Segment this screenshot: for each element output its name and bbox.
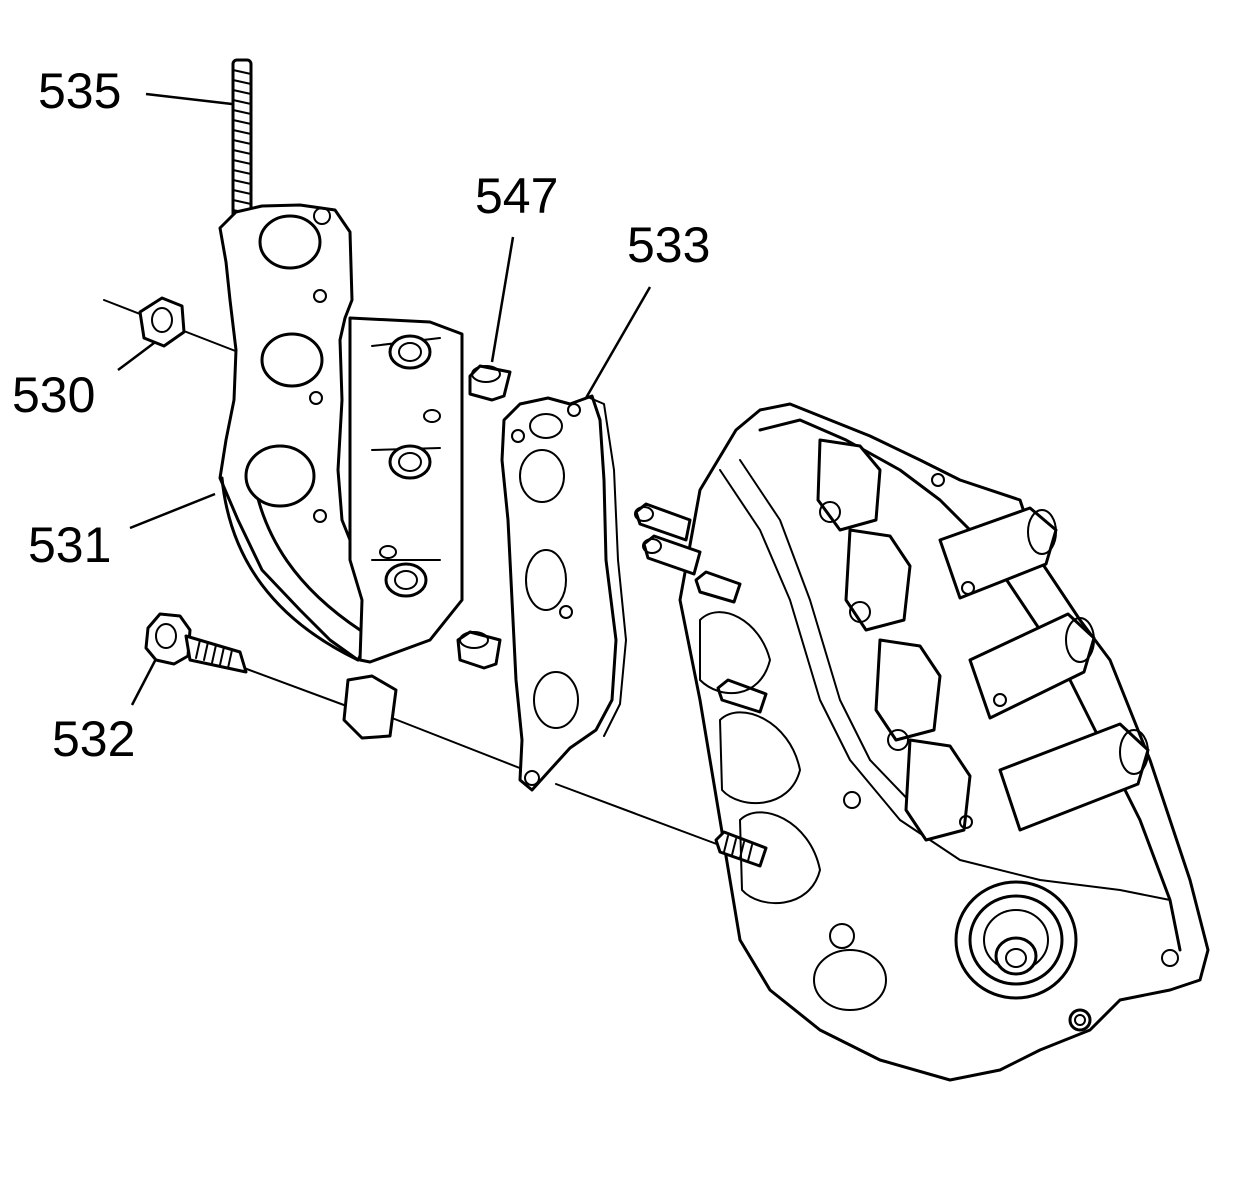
bolt-centerline-c <box>555 783 723 847</box>
callout-535: 535 <box>38 63 121 119</box>
callout-531: 531 <box>28 517 111 573</box>
bolt-centerline-a <box>243 667 353 709</box>
callout-533: 533 <box>627 217 710 273</box>
leader-lines <box>103 92 723 847</box>
cylinder-head <box>634 402 1210 1082</box>
leader-532 <box>130 654 160 706</box>
leader-531 <box>129 492 216 530</box>
leader-530 <box>117 339 159 371</box>
dowel-547 <box>456 364 512 670</box>
leader-547 <box>490 236 515 363</box>
gasket-533 <box>500 394 627 792</box>
callout-532: 532 <box>52 711 135 767</box>
intake-manifold-531 <box>218 203 464 740</box>
bolt-532 <box>144 612 248 674</box>
leader-535 <box>145 92 233 106</box>
nut-530 <box>138 296 186 348</box>
callout-547: 547 <box>475 168 558 224</box>
bolt-centerline-b <box>391 717 531 773</box>
leader-533 <box>584 286 652 399</box>
stud-535 <box>231 58 253 234</box>
callout-530: 530 <box>12 367 95 423</box>
